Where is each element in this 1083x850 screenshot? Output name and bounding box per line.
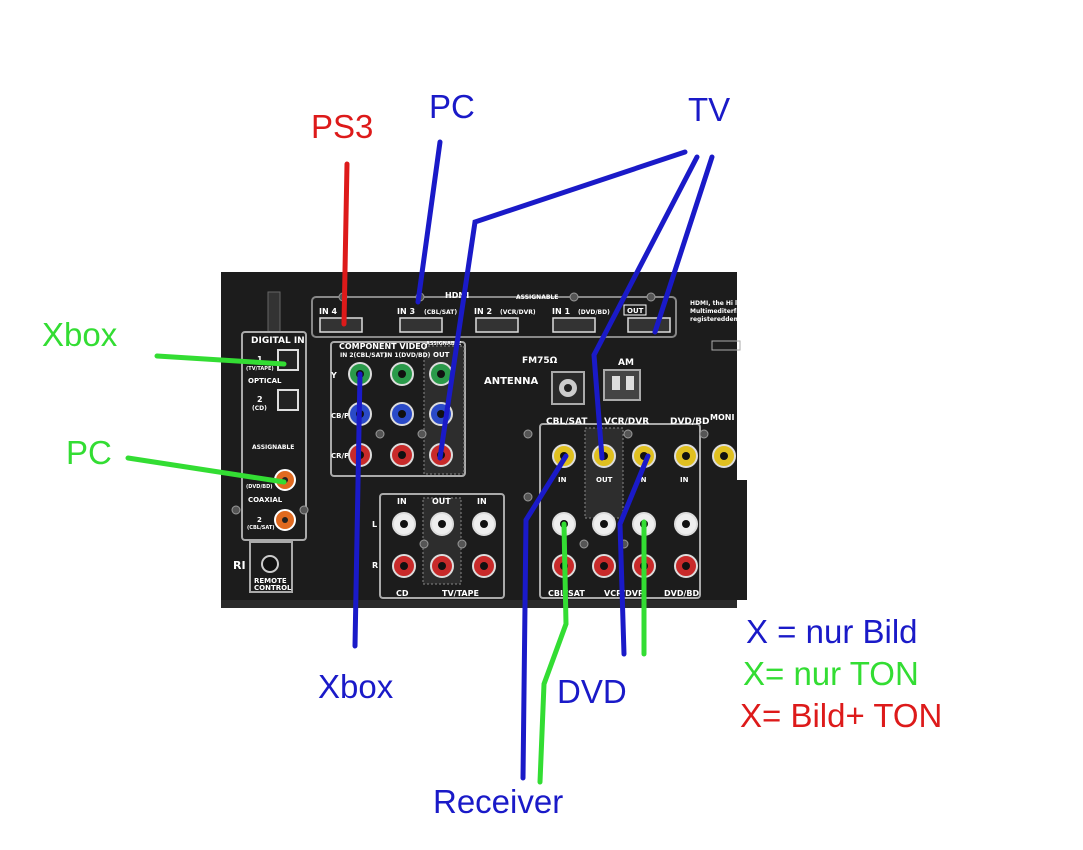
remote-control-section: RI REMOTE CONTROL (233, 541, 293, 593)
coax-2-label: 2 (257, 516, 262, 524)
hdmi-note-2: Multimediterfa (690, 308, 740, 315)
hdmi-in2-label: IN 2 (474, 307, 492, 316)
dvd-video-cable (617, 453, 651, 657)
fm-label: FM75Ω (522, 356, 558, 366)
audio-tvtape-label: TV/TAPE (442, 589, 479, 598)
component-assignable-label: ASSIGNABLE (426, 341, 462, 347)
audio-cd-label: CD (396, 589, 409, 598)
legend-green: X= nur TON (743, 655, 919, 692)
cblsat-label: CBL/SAT (546, 417, 588, 427)
cable-lines (125, 139, 715, 785)
hdmi-note-1: HDMI, the Hi lo (690, 300, 741, 307)
digital-in-label: DIGITAL IN (251, 336, 305, 346)
screws (231, 292, 709, 549)
dvdbd-in-label: IN (680, 476, 689, 484)
tv-vcr-out-cable (591, 154, 700, 461)
component-in1-label: IN 1(DVD/BD) (385, 352, 431, 359)
control-label: CONTROL (254, 584, 292, 592)
audio-out-label: OUT (432, 497, 451, 506)
video-audio-section: CBL/SAT VCR/DVR DVD/BD MONI IN OUT IN IN… (539, 413, 736, 599)
legend-red: X= Bild+ TON (740, 697, 943, 734)
remote-label: REMOTE (254, 577, 287, 585)
dvd-label: DVD (557, 673, 627, 710)
audio-in-label-1: IN (397, 497, 407, 506)
am-label: AM (618, 358, 634, 368)
pc-top-label: PC (429, 88, 475, 125)
hdmi-in1-sub: (DVD/BD) (578, 309, 610, 316)
ps3-cable (341, 161, 350, 327)
optical-1-label: 1 (257, 355, 263, 364)
coax-1-sub: (DVD/BD) (246, 484, 273, 490)
coaxial-label: COAXIAL (248, 496, 283, 504)
optical-label: OPTICAL (248, 377, 282, 385)
dvdbd-bottom-label: DVD/BD (664, 589, 699, 598)
component-video-section: COMPONENT VIDEO IN 2(CBL/SAT) IN 1(DVD/B… (330, 341, 466, 477)
cblsat-in-label: IN (558, 476, 567, 484)
hdmi-in3-label: IN 3 (397, 307, 415, 316)
digital-assignable-label: ASSIGNABLE (252, 444, 294, 451)
vcrdvr-label: VCR/DVR (604, 417, 649, 427)
coax-2-sub: (CBL/SAT) (247, 525, 275, 531)
pc-left-label: PC (66, 434, 112, 471)
xbox-left-label: Xbox (42, 316, 118, 353)
digital-in-section: DIGITAL IN 1 (TV/TAPE) OPTICAL 2 (CD) AS… (241, 331, 307, 541)
component-video-label: COMPONENT VIDEO (339, 342, 428, 351)
ri-label: RI (233, 559, 246, 572)
hdmi-note-3: registereddema (690, 316, 744, 323)
legend-blue: X = nur Bild (746, 613, 918, 650)
tv-component-cable (437, 149, 688, 461)
hdmi-section: HDMI ASSIGNABLE IN 4 IN 3 (CBL/SAT) IN 2… (311, 291, 744, 351)
xbox-component-cable (352, 371, 363, 649)
hdmi-assignable-label: ASSIGNABLE (516, 294, 558, 301)
hdmi-in1-label: IN 1 (552, 307, 570, 316)
audio-r-label: R (372, 561, 378, 570)
component-out-label: OUT (433, 351, 450, 359)
hdmi-in2-sub: (VCR/DVR) (500, 309, 536, 316)
antenna-section: FM75Ω ANTENNA AM (484, 356, 641, 405)
component-in2-label: IN 2(CBL/SAT) (340, 352, 387, 359)
hdmi-in4-label: IN 4 (319, 307, 337, 316)
pc-coaxial-cable (125, 455, 287, 485)
receiver-back-panel: HDMI ASSIGNABLE IN 4 IN 3 (CBL/SAT) IN 2… (221, 272, 747, 608)
optical-2-sub: (CD) (252, 405, 267, 412)
hdmi-in3-sub: (CBL/SAT) (424, 309, 457, 316)
tv-hdmi-out-cable (652, 154, 715, 335)
pc-hdmi-cable (415, 139, 443, 305)
receiver-label: Receiver (433, 783, 564, 820)
monitor-label: MONI (710, 413, 734, 422)
component-y-label: Y (330, 371, 337, 380)
xbox-bottom-label: Xbox (318, 668, 394, 705)
tv-label: TV (688, 91, 731, 128)
audio-l-label: L (372, 520, 377, 529)
optical-2-label: 2 (257, 395, 263, 404)
hdmi-label: HDMI (445, 291, 469, 300)
ps3-label: PS3 (311, 108, 374, 145)
component-cbpb-label: CB/PB (331, 412, 355, 420)
antenna-label: ANTENNA (484, 376, 538, 387)
xbox-optical-cable (154, 353, 287, 367)
audio-in-label-2: IN (477, 497, 487, 506)
component-crpr-label: CR/PR (331, 452, 355, 460)
receiver-video-cable (520, 453, 569, 781)
receiver-audio-cable (537, 521, 569, 785)
dvdbd-label: DVD/BD (670, 417, 710, 427)
vcrdvr-out-label: OUT (596, 476, 613, 484)
vcrdvr-in-label: IN (638, 476, 647, 484)
optical-1-sub: (TV/TAPE) (246, 366, 274, 372)
hdmi-out-label: OUT (627, 307, 644, 315)
audio-section: IN OUT IN L R CD TV/TAPE (372, 493, 505, 599)
